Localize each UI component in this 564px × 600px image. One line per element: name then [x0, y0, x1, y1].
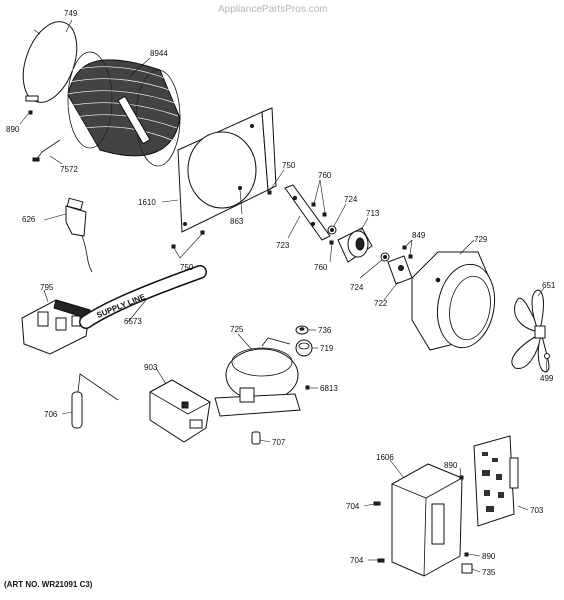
part-651-fan-blade[interactable]: [511, 289, 550, 373]
callout-626[interactable]: 626: [22, 215, 36, 224]
callout-704[interactable]: 704: [346, 502, 360, 511]
callout-750[interactable]: 750: [282, 161, 296, 170]
callout-849[interactable]: 849: [412, 231, 426, 240]
callout-651[interactable]: 651: [542, 281, 556, 290]
callout-903[interactable]: 903: [144, 363, 158, 372]
callout-890[interactable]: 890: [6, 125, 20, 134]
part-499-nut[interactable]: [544, 353, 550, 359]
callout-7572[interactable]: 7572: [60, 165, 78, 174]
part-8944-condenser-coil[interactable]: [32, 51, 181, 167]
callout-749[interactable]: 749: [64, 9, 78, 18]
part-724-grommet[interactable]: [327, 225, 390, 262]
part-1606-control-box[interactable]: [391, 463, 463, 577]
callout-724[interactable]: 724: [350, 283, 364, 292]
part-722-motor-bracket[interactable]: [387, 255, 413, 285]
callout-706[interactable]: 706: [44, 410, 58, 419]
part-719-mount[interactable]: [295, 339, 313, 357]
callout-704[interactable]: 704: [350, 556, 364, 565]
callout-722[interactable]: 722: [374, 299, 388, 308]
callout-724[interactable]: 724: [344, 195, 358, 204]
callout-760[interactable]: 760: [318, 171, 332, 180]
part-795-water-valve[interactable]: [21, 299, 91, 355]
callout-719[interactable]: 719: [320, 344, 334, 353]
part-735-connector[interactable]: [461, 563, 473, 574]
callout-713[interactable]: 713: [366, 209, 380, 218]
callout-863[interactable]: 863: [230, 217, 244, 226]
part-749-cover[interactable]: [13, 14, 87, 109]
part-849-screws[interactable]: [402, 245, 413, 259]
part-890-screws[interactable]: [28, 110, 469, 557]
callout-729[interactable]: 729: [474, 235, 488, 244]
callout-736[interactable]: 736: [318, 326, 332, 335]
part-713-fan-motor[interactable]: [337, 227, 373, 263]
callout-760[interactable]: 760: [314, 263, 328, 272]
part-723-bracket[interactable]: [284, 184, 331, 241]
callout-6573[interactable]: 6573: [124, 317, 142, 326]
callout-890[interactable]: 890: [482, 552, 496, 561]
part-760-screws[interactable]: [311, 202, 334, 245]
leader-lines: [19, 19, 548, 573]
callout-723[interactable]: 723: [276, 241, 290, 250]
part-750-screws[interactable]: [171, 190, 272, 249]
part-1610-shroud[interactable]: [177, 107, 277, 233]
part-704-clips[interactable]: [373, 501, 385, 563]
callout-750[interactable]: 750: [180, 263, 194, 272]
callout-795[interactable]: 795: [40, 283, 54, 292]
part-707-capacitor[interactable]: [251, 431, 261, 445]
callout-1606[interactable]: 1606: [376, 453, 394, 462]
part-736-grommet[interactable]: [295, 325, 309, 335]
watermark: AppliancePartsPros.com: [218, 4, 328, 15]
callout-735[interactable]: 735: [482, 568, 496, 577]
callout-725[interactable]: 725: [230, 325, 244, 334]
callout-499[interactable]: 499: [540, 374, 554, 383]
art-number: (ART NO. WR21091 C3): [4, 580, 93, 589]
part-729-fan-shroud[interactable]: [411, 251, 501, 352]
part-6813-clip[interactable]: [305, 385, 310, 390]
part-706-drier[interactable]: [71, 373, 119, 429]
callout-labels: 749 8944 890 7572 750 1610 863 760 724 7…: [6, 9, 556, 577]
part-6573-supply-line[interactable]: SUPPLY LINE: [79, 265, 207, 329]
callout-703[interactable]: 703: [530, 506, 544, 515]
callout-1610[interactable]: 1610: [138, 198, 156, 207]
part-903-relay-box[interactable]: [149, 379, 211, 443]
part-703-control-board[interactable]: [473, 435, 519, 527]
callout-707[interactable]: 707: [272, 438, 286, 447]
callout-6813[interactable]: 6813: [320, 384, 338, 393]
part-626-power-cord[interactable]: [65, 197, 93, 273]
callout-890[interactable]: 890: [444, 461, 458, 470]
part-725-compressor[interactable]: [214, 337, 301, 417]
callout-8944[interactable]: 8944: [150, 49, 168, 58]
